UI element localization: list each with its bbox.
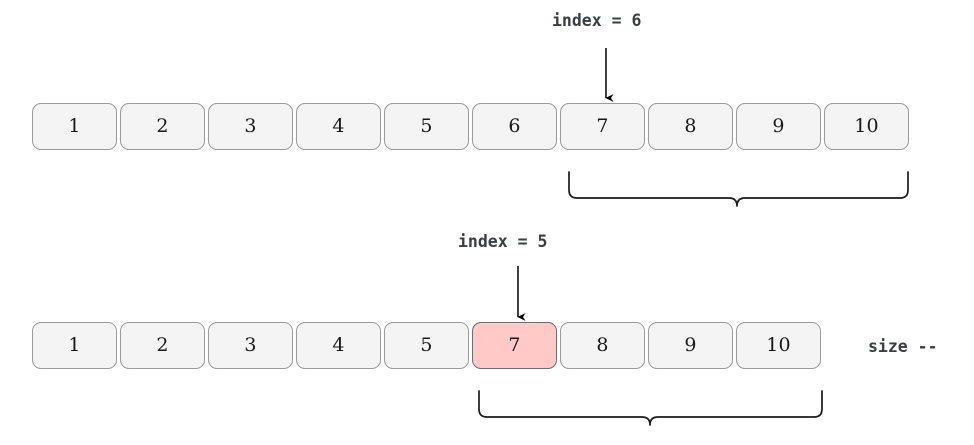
array-cell[interactable]: 2 [120,103,205,150]
after-removal-array: 1 2 3 4 5 7 8 9 10 [32,322,824,369]
index-label-before: index = 6 [552,11,642,30]
array-cell[interactable]: 10 [824,103,909,150]
array-cell[interactable]: 4 [296,322,381,369]
array-cell[interactable]: 9 [736,103,821,150]
array-cell[interactable]: 2 [120,322,205,369]
array-cell-highlighted[interactable]: 7 [472,322,557,369]
before-removal-array: 1 2 3 4 5 6 7 8 9 10 [32,103,912,150]
array-cell[interactable]: 1 [32,103,117,150]
array-cell[interactable]: 3 [208,322,293,369]
array-cell[interactable]: 5 [384,103,469,150]
index-label-after: index = 5 [458,232,548,251]
array-cell[interactable]: 5 [384,322,469,369]
brace-before-icon [568,171,909,207]
array-cell[interactable]: 10 [736,322,821,369]
array-cell[interactable]: 1 [32,322,117,369]
array-cell[interactable]: 8 [648,103,733,150]
array-cell[interactable]: 9 [648,322,733,369]
size-decrement-note: size -- [868,337,938,356]
array-cell[interactable]: 8 [560,322,645,369]
array-cell[interactable]: 4 [296,103,381,150]
brace-after-icon [478,390,823,426]
array-cell[interactable]: 7 [560,103,645,150]
array-cell[interactable]: 6 [472,103,557,150]
array-cell[interactable]: 3 [208,103,293,150]
